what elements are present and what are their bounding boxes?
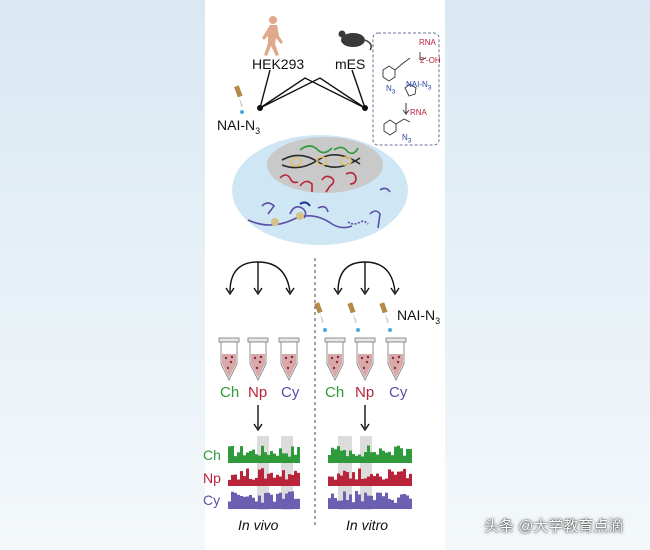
- fraction-label-np-vivo: Np: [248, 384, 268, 401]
- dropper-icons-in-vitro: [314, 302, 392, 332]
- reagent-label-in-vitro: NAI-N3: [397, 307, 441, 326]
- chem-nai-label: NAI-N3: [406, 80, 432, 92]
- track-label-cy: Cy: [203, 492, 221, 508]
- split-arrows-in-vivo: [225, 261, 295, 296]
- tube-icon: [354, 337, 376, 381]
- human-icon: [262, 16, 283, 56]
- mouse-icon: [338, 30, 372, 51]
- chem-rna-top: RNA: [419, 38, 436, 47]
- reactivity-tracks: [228, 436, 412, 510]
- split-arrows-in-vitro: [333, 261, 400, 296]
- reactivity-profile: [328, 491, 412, 509]
- nucleoplasm-rna: [279, 171, 357, 193]
- reactivity-profile: [328, 468, 412, 486]
- sample-tubes: [218, 337, 407, 381]
- fraction-label-ch-vitro: Ch: [325, 384, 345, 401]
- fraction-label-np-vitro: Np: [355, 384, 375, 401]
- condition-label-in-vivo: In vivo: [238, 517, 279, 533]
- chem-rna-bottom: RNA: [410, 108, 427, 117]
- mouse-cell-label: mES: [335, 56, 366, 72]
- tube-icon: [385, 337, 407, 381]
- fraction-label-cy-vitro: Cy: [389, 384, 408, 401]
- fraction-label-cy-vivo: Cy: [281, 384, 300, 401]
- tube-icon: [218, 337, 240, 381]
- reactivity-profile: [228, 468, 300, 486]
- cross-lines: [259, 69, 366, 109]
- chem-n3-bottom: N3: [402, 133, 412, 145]
- chem-oh: 2′-OH: [420, 56, 441, 65]
- reactivity-profile: [228, 445, 300, 463]
- fraction-label-ch-vivo: Ch: [220, 384, 240, 401]
- reagent-label: NAI-N3: [217, 117, 261, 136]
- tube-icon: [247, 337, 269, 381]
- chem-n3-top: N3: [386, 84, 396, 96]
- tube-icon: [324, 337, 346, 381]
- down-arrows: [253, 405, 370, 432]
- node-right: [362, 105, 368, 111]
- reactivity-profile: [228, 491, 300, 509]
- human-cell-label: HEK293: [252, 56, 305, 72]
- condition-label-in-vitro: In vitro: [346, 517, 389, 533]
- node-left: [257, 105, 263, 111]
- tube-icon: [278, 337, 300, 381]
- dropper-icon: [234, 85, 244, 114]
- track-label-np: Np: [203, 470, 221, 486]
- watermark-text: 头条 @大学教育点滴: [484, 518, 624, 535]
- reactivity-profile: [328, 445, 412, 463]
- reaction-arrow: [402, 103, 410, 116]
- ribosomes: [271, 201, 311, 226]
- chromatin-rna: [281, 145, 361, 169]
- cytoplasm-rna: [247, 187, 391, 229]
- track-label-ch: Ch: [203, 447, 221, 463]
